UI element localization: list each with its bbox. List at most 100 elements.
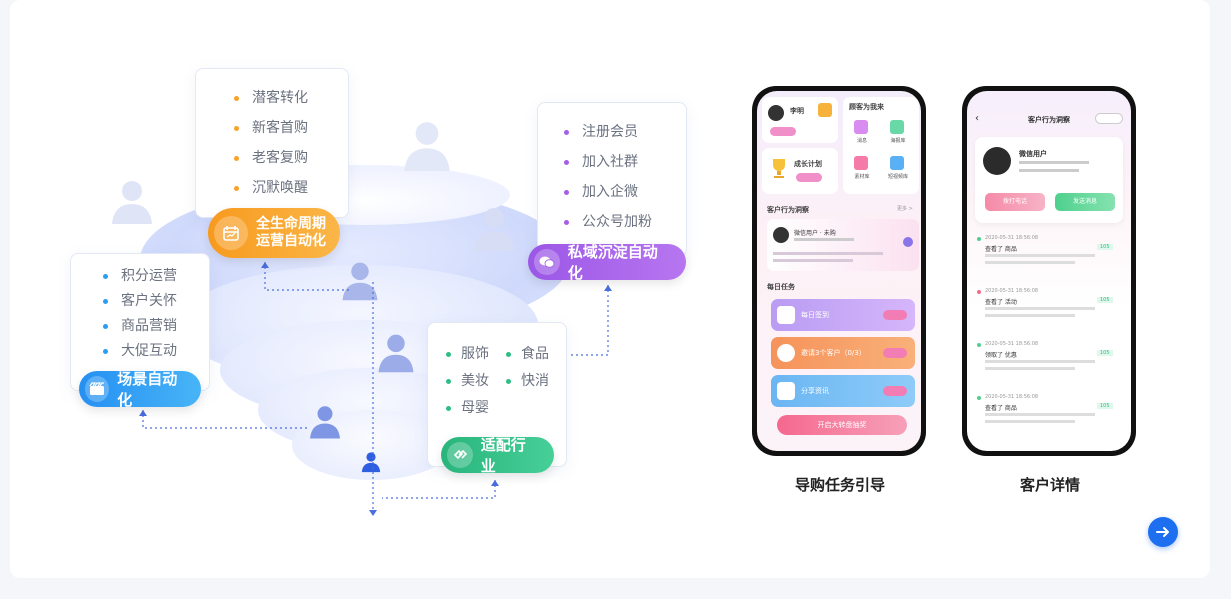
phone-guide-tasks: 李明 成长计划 顾客为我来 消息 海报库 素材库 bbox=[752, 86, 926, 456]
phone-customer-detail: ‹ 客户行为洞察 微信用户 拨打电话 发送消息 2020-05-31 18:56… bbox=[962, 86, 1136, 456]
capsule-menu[interactable] bbox=[1095, 113, 1123, 124]
industry-label-text: 适配行业 bbox=[480, 436, 526, 475]
scene-item: 客户关怀 bbox=[103, 289, 209, 314]
timeline-item: 2020-05-31 18:56:08 领取了 优惠 105 bbox=[975, 339, 1123, 392]
private-domain-box: 注册会员 加入社群 加入企微 公众号加粉 bbox=[537, 102, 687, 257]
task-invite[interactable]: 邀请3个客户（0/3） bbox=[771, 337, 915, 369]
person-icon bbox=[310, 406, 340, 439]
more-link[interactable]: 更多 > bbox=[897, 206, 913, 212]
customer-name: 微信用户 bbox=[1019, 150, 1047, 158]
person-icon bbox=[361, 452, 381, 473]
behavior-section-title: 客户行为洞察 bbox=[767, 206, 809, 214]
chevron-right-icon[interactable] bbox=[903, 237, 913, 247]
trophy-icon bbox=[769, 157, 789, 179]
industry-item: 食品 bbox=[506, 343, 549, 363]
customer-name: 微信用户 · 未购 bbox=[794, 230, 836, 237]
industry-item: 服饰 bbox=[446, 343, 489, 363]
customer-card: 微信用户 拨打电话 发送消息 bbox=[975, 137, 1123, 223]
calendar-icon bbox=[214, 216, 248, 250]
next-button[interactable] bbox=[1148, 517, 1178, 547]
arrow-right-icon bbox=[1156, 527, 1169, 537]
quick-label: 海报库 bbox=[890, 138, 906, 144]
lifecycle-label[interactable]: 全生命周期运营自动化 bbox=[208, 208, 340, 258]
customer-avatar bbox=[773, 227, 789, 243]
phone2-caption: 客户详情 bbox=[1019, 476, 1080, 494]
person-icon bbox=[404, 122, 450, 171]
share-icon bbox=[777, 344, 795, 362]
task-action-button[interactable] bbox=[883, 348, 907, 358]
task-title: 分享资讯 bbox=[801, 387, 829, 395]
behavior-timeline: 2020-05-31 18:56:08 查看了 商品 105 2020-05-3… bbox=[975, 233, 1123, 445]
private-item: 加入企微 bbox=[564, 177, 686, 207]
poster-icon[interactable] bbox=[890, 120, 904, 134]
timeline-item: 2020-05-31 18:56:08 查看了 商品 105 bbox=[975, 392, 1123, 445]
quick-grid-title: 顾客为我来 bbox=[849, 103, 884, 111]
connector-lines bbox=[139, 262, 612, 516]
task-checkin[interactable]: 每日签到 bbox=[771, 299, 915, 331]
lifecycle-box: 潜客转化 新客首购 老客复购 沉默唤醒 bbox=[195, 68, 349, 218]
private-domain-label[interactable]: 私域沉淀自动化 bbox=[528, 243, 686, 282]
task-action-button[interactable] bbox=[883, 310, 907, 320]
private-item: 加入社群 bbox=[564, 147, 686, 177]
scene-box: 积分运营 客户关怀 商品营销 大促互动 bbox=[70, 253, 210, 391]
growth-card[interactable]: 成长计划 bbox=[762, 148, 838, 194]
scene-label[interactable]: 场景自动化 bbox=[79, 370, 201, 409]
page-title: 客户行为洞察 bbox=[1028, 116, 1070, 124]
clapperboard-icon bbox=[85, 376, 110, 402]
scene-item: 积分运营 bbox=[103, 264, 209, 289]
quick-grid: 顾客为我来 消息 海报库 素材库 短视频库 bbox=[843, 97, 919, 194]
customer-avatar bbox=[983, 147, 1011, 175]
link-icon bbox=[447, 442, 473, 468]
industry-item: 母婴 bbox=[446, 397, 489, 417]
calendar-icon bbox=[777, 306, 795, 324]
back-icon[interactable]: ‹ bbox=[975, 113, 979, 124]
timeline-item: 2020-05-31 18:56:08 查看了 商品 105 bbox=[975, 233, 1123, 286]
call-button[interactable]: 拨打电话 bbox=[985, 193, 1045, 211]
lifecycle-label-line2: 运营自动化 bbox=[256, 233, 326, 249]
message-button[interactable]: 发送消息 bbox=[1055, 193, 1115, 211]
task-share[interactable]: 分享资讯 bbox=[771, 375, 915, 407]
feature-card: 潜客转化 新客首购 老客复购 沉默唤醒 全生命周期运营自动化 注册会员 加入社群… bbox=[10, 0, 1210, 578]
scene-label-text: 场景自动化 bbox=[117, 370, 178, 409]
industry-item: 快消 bbox=[506, 370, 549, 390]
avatar bbox=[768, 105, 784, 121]
tag-badge bbox=[770, 127, 796, 136]
private-item: 公众号加粉 bbox=[564, 207, 686, 237]
quick-label: 素材库 bbox=[854, 174, 870, 180]
person-icon bbox=[112, 181, 152, 224]
wechat-icon bbox=[534, 249, 560, 275]
level-badge-icon bbox=[818, 103, 832, 117]
material-icon[interactable] bbox=[854, 156, 868, 170]
message-icon[interactable] bbox=[854, 120, 868, 134]
industry-item: 美妆 bbox=[446, 370, 489, 390]
lifecycle-item: 潜客转化 bbox=[234, 83, 348, 113]
video-icon[interactable] bbox=[890, 156, 904, 170]
person-icon bbox=[378, 334, 414, 373]
task-title: 每日签到 bbox=[801, 311, 829, 319]
person-icon bbox=[342, 262, 378, 301]
link-icon bbox=[777, 382, 795, 400]
lifecycle-item: 老客复购 bbox=[234, 143, 348, 173]
scene-item: 大促互动 bbox=[103, 339, 209, 364]
private-item: 注册会员 bbox=[564, 117, 686, 147]
growth-button[interactable] bbox=[796, 173, 822, 182]
timeline-item: 2020-05-31 18:56:08 查看了 活动 105 bbox=[975, 286, 1123, 339]
task-action-button[interactable] bbox=[883, 386, 907, 396]
behavior-card[interactable]: 微信用户 · 未购 bbox=[767, 219, 919, 271]
lottery-button[interactable]: 开启大转盘抽奖 bbox=[777, 415, 907, 435]
quick-label: 短视频库 bbox=[887, 174, 908, 180]
lifecycle-item: 沉默唤醒 bbox=[234, 173, 348, 203]
scene-item: 商品营销 bbox=[103, 314, 209, 339]
lifecycle-label-line1: 全生命周期 bbox=[256, 216, 326, 232]
lifecycle-item: 新客首购 bbox=[234, 113, 348, 143]
industry-label[interactable]: 适配行业 bbox=[441, 436, 554, 475]
quick-label: 消息 bbox=[856, 138, 867, 144]
growth-title: 成长计划 bbox=[794, 160, 822, 168]
private-domain-label-text: 私域沉淀自动化 bbox=[567, 243, 658, 282]
user-card[interactable]: 李明 bbox=[762, 97, 838, 143]
user-name: 李明 bbox=[790, 107, 804, 115]
person-icon bbox=[474, 208, 514, 251]
phone1-caption: 导购任务引导 bbox=[794, 476, 885, 494]
task-title: 邀请3个客户（0/3） bbox=[801, 349, 866, 357]
tasks-section-title: 每日任务 bbox=[767, 283, 795, 291]
